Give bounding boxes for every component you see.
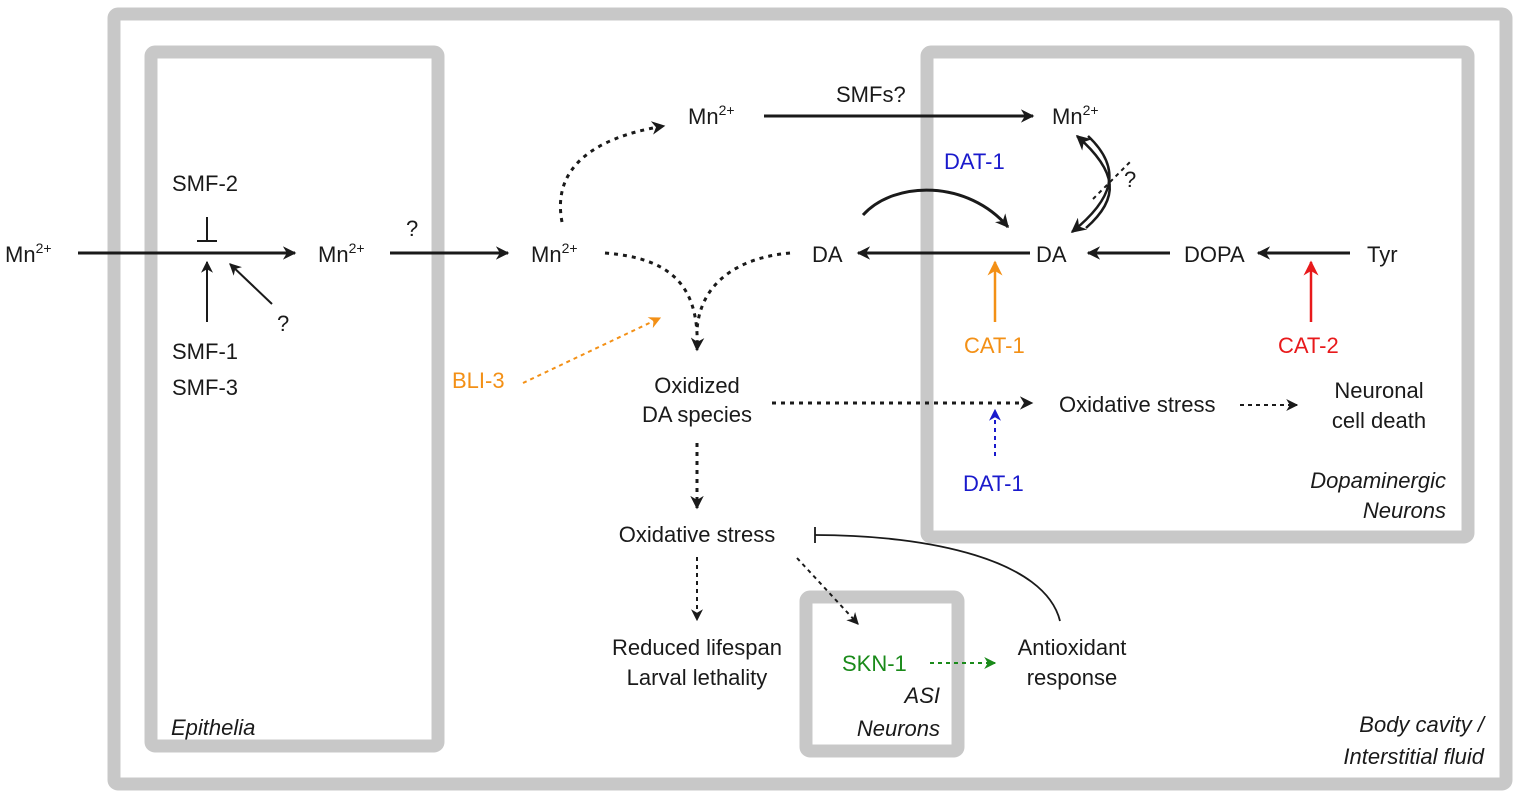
arrow-da-to-mn bbox=[1075, 135, 1111, 229]
neuronal-death-line1: Neuronal bbox=[1334, 378, 1423, 403]
body-cavity-box bbox=[107, 7, 1513, 791]
oxidized-da-line1: Oxidized bbox=[654, 373, 740, 398]
cat2-label: CAT-2 bbox=[1278, 333, 1339, 358]
reduced-lifespan-line1: Reduced lifespan bbox=[612, 635, 782, 660]
antioxidant-inhibition-curve bbox=[814, 534, 1061, 622]
mn-outside: Mn2+ bbox=[5, 240, 52, 267]
dat1-bottom-label: DAT-1 bbox=[963, 471, 1024, 496]
arrow-mn-up-curve bbox=[559, 121, 666, 223]
dopaminergic-neurons-box bbox=[920, 45, 1475, 544]
arrow-mn-oxidation-curve bbox=[604, 251, 705, 352]
body-cavity-line1: Body cavity / bbox=[1359, 712, 1486, 737]
arrow-dat1-uptake bbox=[861, 188, 1010, 229]
mn-body-cavity: Mn2+ bbox=[531, 240, 578, 267]
reduced-lifespan-line2: Larval lethality bbox=[627, 665, 768, 690]
neuronal-death-line2: cell death bbox=[1332, 408, 1426, 433]
asi-neurons-box bbox=[799, 590, 965, 758]
oxidative-stress-body: Oxidative stress bbox=[619, 522, 776, 547]
da-neuron-label: DA bbox=[1036, 242, 1067, 267]
epithelia-box bbox=[144, 45, 445, 753]
smf3-label: SMF-3 bbox=[172, 375, 238, 400]
smf1-label: SMF-1 bbox=[172, 339, 238, 364]
skn1-label: SKN-1 bbox=[842, 651, 907, 676]
tyr-label: Tyr bbox=[1367, 242, 1398, 267]
dopaminergic-line2: Neurons bbox=[1363, 498, 1446, 523]
dat1-top-label: DAT-1 bbox=[944, 149, 1005, 174]
arrows bbox=[78, 109, 1350, 669]
unknown-activator-label: ? bbox=[277, 311, 289, 336]
smf2-label: SMF-2 bbox=[172, 171, 238, 196]
oxidized-da-line2: DA species bbox=[642, 402, 752, 427]
arrow-bli3 bbox=[522, 317, 662, 384]
arrow-da-oxidation-curve bbox=[695, 251, 791, 331]
arrow-unknown-activation bbox=[229, 263, 273, 305]
asi-neurons-line2: Neurons bbox=[857, 716, 940, 741]
epithelia-label: Epithelia bbox=[171, 715, 255, 740]
arrow-mn-to-da bbox=[1070, 135, 1111, 233]
mn-top: Mn2+ bbox=[688, 102, 735, 129]
unknown-transport-label: ? bbox=[406, 216, 418, 241]
antioxidant-line2: response bbox=[1027, 665, 1118, 690]
asi-neurons-line1: ASI bbox=[903, 683, 940, 708]
dopaminergic-line1: Dopaminergic bbox=[1310, 468, 1446, 493]
neuronal-oxidative-stress: Oxidative stress bbox=[1059, 392, 1216, 417]
antioxidant-line1: Antioxidant bbox=[1018, 635, 1127, 660]
arrow-stress-to-skn1 bbox=[796, 557, 859, 625]
body-cavity-line2: Interstitial fluid bbox=[1343, 744, 1484, 769]
da-body-label: DA bbox=[812, 242, 843, 267]
mn-epithelia: Mn2+ bbox=[318, 240, 365, 267]
cat1-label: CAT-1 bbox=[964, 333, 1025, 358]
bli3-label: BLI-3 bbox=[452, 368, 505, 393]
uncertain-link-dash bbox=[1092, 159, 1133, 200]
dopa-label: DOPA bbox=[1184, 242, 1245, 267]
unknown-da-mn-label: ? bbox=[1124, 167, 1136, 192]
smfs-label: SMFs? bbox=[836, 82, 906, 107]
mn-dopaminergic: Mn2+ bbox=[1052, 102, 1099, 129]
